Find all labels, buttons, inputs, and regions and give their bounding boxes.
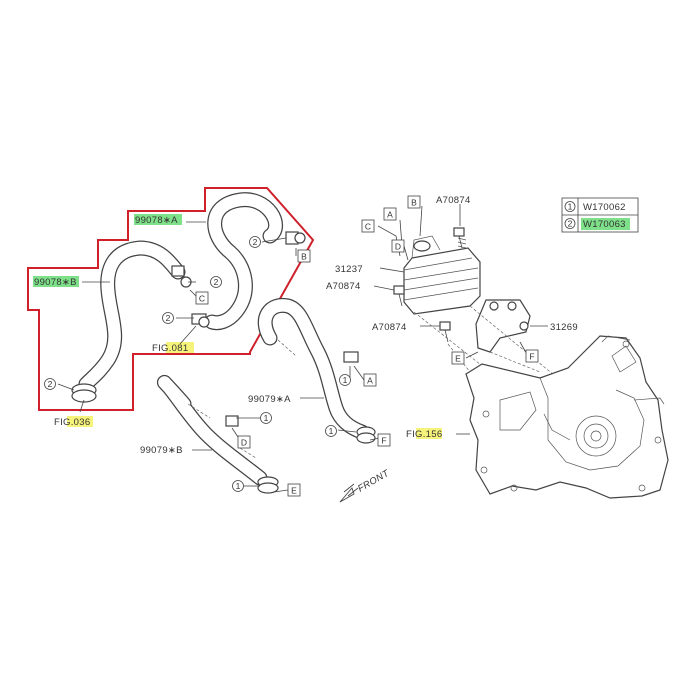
highlight-99078-a [134,214,182,225]
fig-ref-036[interactable]: FIG.036 [54,417,90,428]
hose-99079-a-outline [257,297,370,440]
bolt-icon [453,227,467,249]
svg-text:2: 2 [214,277,219,287]
highlight-fig081 [166,342,194,353]
transmission-housing [465,335,669,499]
highlight-fig156 [416,428,442,439]
callout-box-a: A [363,373,377,387]
circled-two: 2 [210,276,222,288]
circled-one: 1 [339,374,351,386]
clamp-icon [191,313,210,328]
highlight-fig036 [67,416,93,427]
svg-text:D: D [395,242,401,252]
circled-two: 2 [249,236,261,248]
fig-ref-081[interactable]: FIG.081 [152,343,188,354]
bracket [475,299,531,353]
legend-num-2: 2 [568,219,573,229]
svg-text:F: F [381,436,386,446]
svg-text:1: 1 [343,375,348,385]
hose-99079-b [158,376,267,485]
highlight-99078-b [33,276,79,287]
clamp-icon [171,265,192,288]
svg-text:1: 1 [264,413,269,423]
svg-text:A: A [387,210,393,220]
label-a70874-mid: A70874 [326,281,361,292]
svg-text:C: C [199,294,205,304]
label-99078-a: 99078∗A [135,215,178,226]
svg-text:A: A [367,376,373,386]
hose-99079-a [258,299,369,439]
legend-box: 1 W170062 2 W170063 [561,197,639,233]
front-label: FRONT [356,468,392,495]
svg-text:2: 2 [253,237,258,247]
svg-text:1: 1 [329,426,334,436]
red-outline-group [27,187,315,411]
svg-text:1: 1 [236,481,241,491]
bolt-icon [439,321,451,343]
fig-ref-156[interactable]: FIG.156 [406,429,442,440]
clamp-icon [285,231,306,245]
clamp-icon [343,351,359,363]
label-99079-b: 99079∗B [140,445,183,456]
bolt-icon [393,285,405,307]
circled-two: 2 [162,312,174,324]
legend-num-1: 1 [568,202,573,212]
svg-text:2: 2 [166,313,171,323]
legend-code-2: W170063 [583,219,626,230]
callout-box-f: F [377,433,391,447]
clamp-icon [225,415,239,427]
callout-box-f-cooler: F [525,349,539,363]
circled-two: 2 [44,378,56,390]
svg-text:D: D [241,438,247,448]
callout-box-b-cooler: B [407,195,421,209]
callout-box-d: D [237,435,251,449]
label-31237: 31237 [335,264,363,275]
svg-text:2: 2 [48,379,53,389]
svg-text:B: B [411,198,417,208]
hose-99078-a [205,193,282,329]
hose-99078-b [79,241,185,391]
svg-text:C: C [365,222,371,232]
callout-box-e: E [287,483,301,497]
label-99079-a: 99079∗A [248,394,291,405]
circled-one: 1 [232,480,244,492]
circled-one: 1 [260,412,272,424]
front-arrow-icon [339,483,359,503]
label-a70874-low: A70874 [372,322,407,333]
label-a70874-top: A70874 [436,195,471,206]
circled-one: 1 [325,425,337,437]
clamp-icon [356,426,376,444]
legend-code-1: W170062 [583,202,626,213]
svg-text:E: E [455,354,461,364]
clamp-icon [71,383,97,403]
callout-box-a-cooler: A [383,207,397,221]
label-31269: 31269 [550,322,578,333]
label-99078-b: 99078∗B [34,277,77,288]
callout-box-e-cooler: E [451,351,465,365]
svg-text:B: B [301,252,307,262]
svg-text:F: F [529,352,534,362]
clamp-icon [257,476,279,494]
highlight-w170063 [581,218,630,230]
callout-box-b: B [297,249,311,263]
callout-box-d-cooler: D [391,239,405,253]
callout-box-c-cooler: C [361,219,375,233]
oil-cooler [403,235,481,315]
callout-box-c: C [195,291,209,305]
svg-text:E: E [291,486,297,496]
